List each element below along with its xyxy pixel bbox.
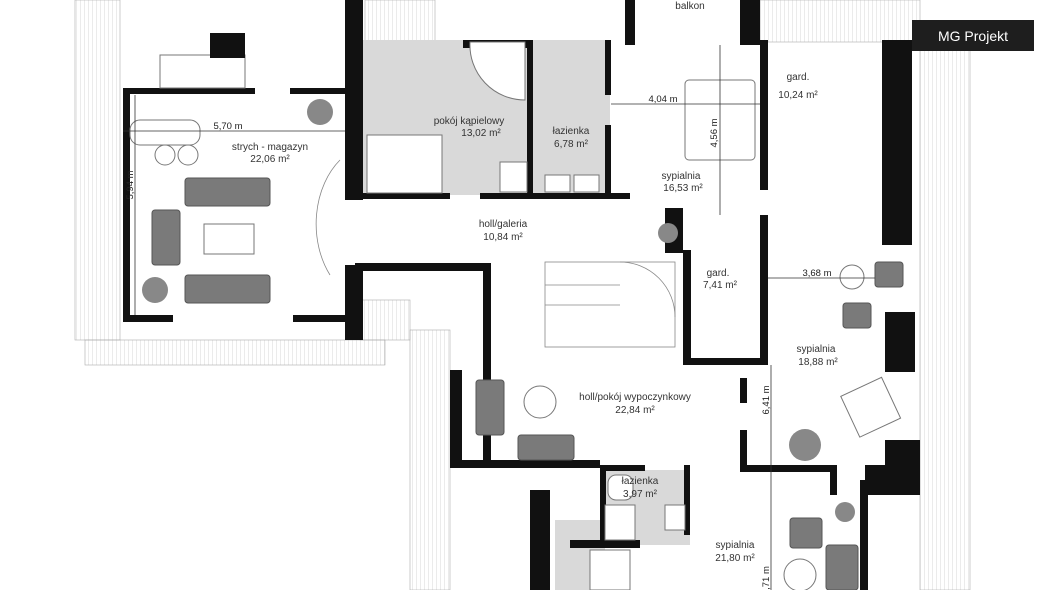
room-area: 3,97 m² <box>623 489 658 500</box>
room-name: gard. <box>787 72 810 83</box>
staircase <box>315 159 676 348</box>
room-name: sypialnia <box>716 540 755 551</box>
dimension-label: 5,70 m <box>213 121 242 132</box>
room-area: 13,02 m² <box>461 128 501 139</box>
roof-areas <box>74 0 971 590</box>
room-area: 7,41 m² <box>703 280 738 291</box>
room-area: 22,06 m² <box>250 154 290 165</box>
room-name: łazienka <box>622 476 659 487</box>
mg-projekt-logo: MG Projekt <box>912 20 1034 51</box>
dimension-label: 4,04 m <box>648 94 677 105</box>
room-name: balkon <box>675 1 704 12</box>
room-name: pokój kąpielowy <box>434 116 505 127</box>
room-name: sypialnia <box>797 344 836 355</box>
room-name: łazienka <box>553 126 590 137</box>
room-area: 21,80 m² <box>715 553 755 564</box>
room-labels: balkon strych - magazyn 22,06 m² pokój k… <box>232 1 838 564</box>
room-area: 10,24 m² <box>778 90 818 101</box>
room-name: sypialnia <box>662 171 701 182</box>
dimension-labels: 5,70 m 5,94 m 4,04 m 4,56 m 3,68 m 6,41 … <box>125 94 832 590</box>
dimension-label: 3,68 m <box>802 268 831 279</box>
room-name: strych - magazyn <box>232 142 308 153</box>
room-area: 22,84 m² <box>615 405 655 416</box>
furniture <box>129 33 904 590</box>
dimension-label: ,71 m <box>761 566 772 590</box>
room-name: holl/pokój wypoczynkowy <box>579 392 691 403</box>
dimension-lines <box>123 45 875 590</box>
dimension-label: 4,56 m <box>709 118 720 147</box>
dimension-label: 5,94 m <box>125 170 136 199</box>
room-area: 10,84 m² <box>483 232 523 243</box>
room-area: 18,88 m² <box>798 357 838 368</box>
room-name: holl/galeria <box>479 219 528 230</box>
room-area: 16,53 m² <box>663 183 703 194</box>
room-name: gard. <box>707 268 730 279</box>
dimension-label: 6,41 m <box>761 385 772 414</box>
room-area: 6,78 m² <box>554 139 589 150</box>
